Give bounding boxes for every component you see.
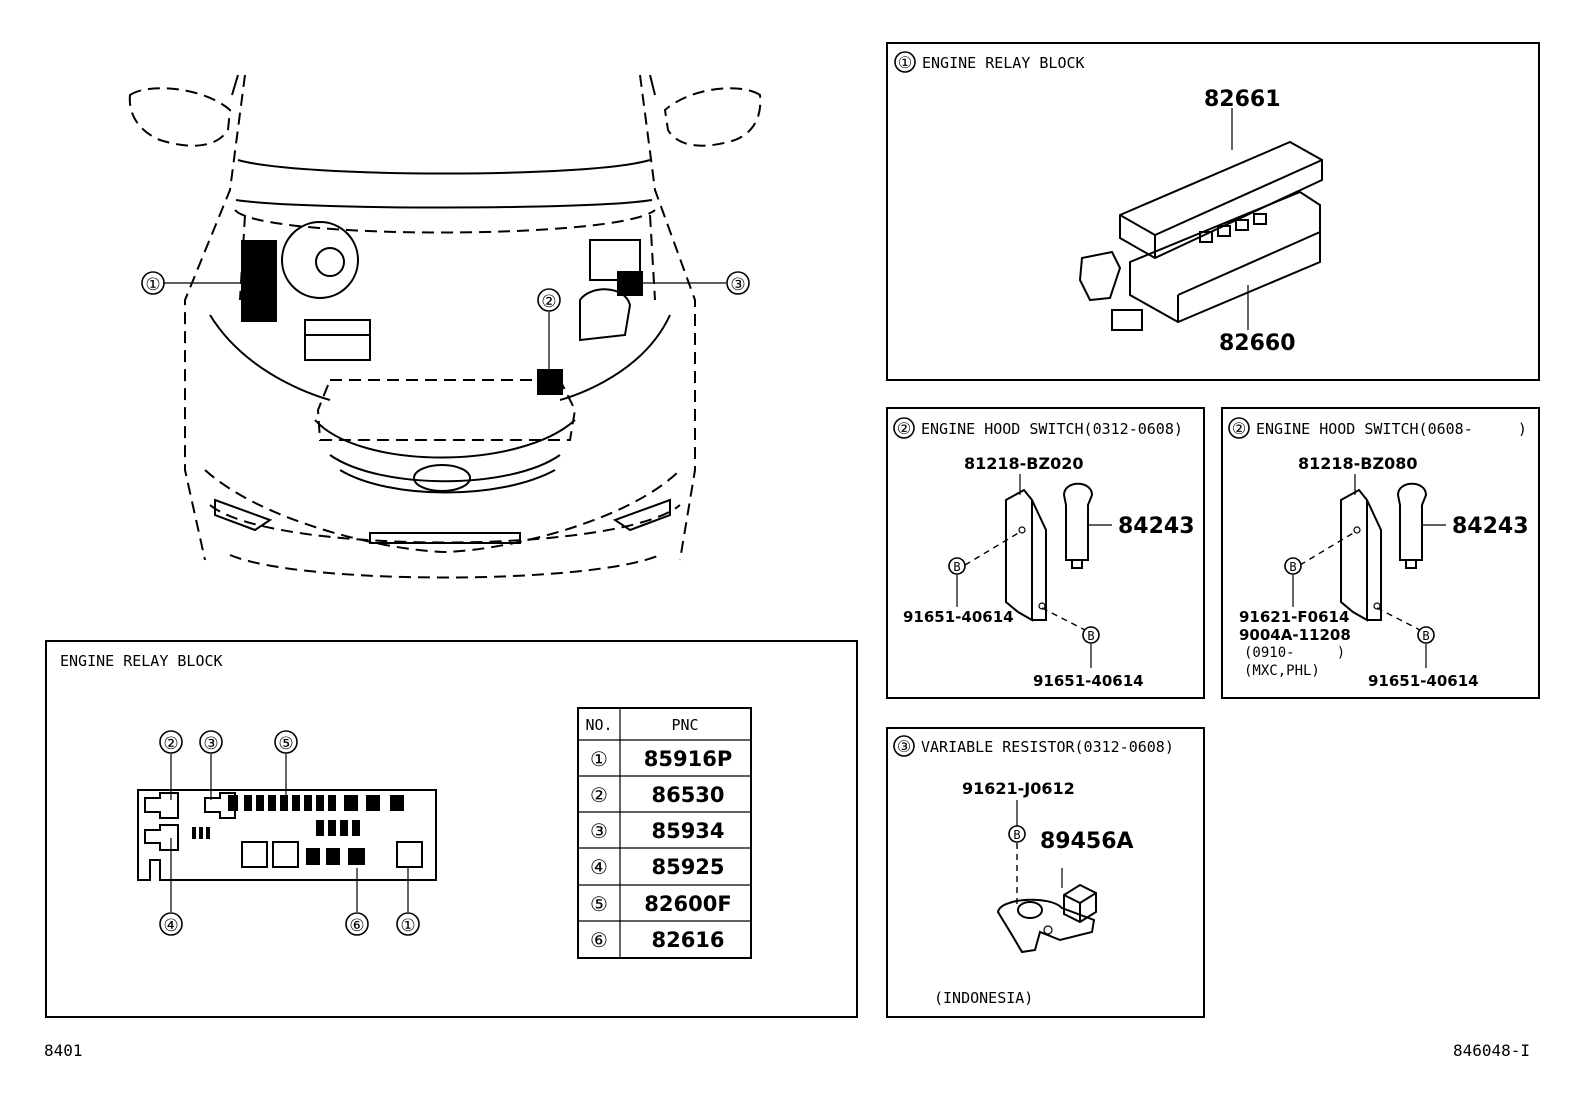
svg-text:①: ① [898, 53, 912, 72]
legend-callout-3: ③ [199, 730, 223, 754]
page-code: 8401 [44, 1041, 83, 1060]
relay-block-location-marker [241, 240, 277, 322]
svg-text:VARIABLE RESISTOR(0312-0608): VARIABLE RESISTOR(0312-0608) [921, 738, 1174, 756]
legend-callout-5: ⑤ [274, 730, 298, 754]
relay-legend-title: ENGINE RELAY BLOCK [60, 652, 223, 670]
hood-switch-bracket-a [964, 474, 1086, 631]
legend-callout-1: ① [396, 912, 420, 936]
hood-switch-panel-b [1221, 407, 1540, 699]
table-row-pnc: 82616 [651, 928, 724, 952]
table-row-pnc: 85916P [644, 747, 732, 771]
svg-text:B: B [953, 560, 960, 574]
variable-resistor-panel-header: ③ VARIABLE RESISTOR(0312-0608) [893, 735, 1174, 757]
bolt-marker-b: B [1082, 626, 1100, 644]
legend-callout-6: ⑥ [345, 912, 369, 936]
part-number-91621-f0614: 91621-F0614 [1239, 608, 1349, 626]
hood-switch-panel-a [886, 407, 1205, 699]
relay-block-panel [886, 42, 1540, 381]
svg-text:①: ① [400, 916, 415, 936]
svg-text:B: B [1087, 629, 1094, 643]
bolt-marker-b: B [1284, 557, 1302, 575]
pnc-table: NO. PNC ① 85916P ② 86530 ③ 85934 ④ 85925… [577, 707, 752, 959]
svg-text:ENGINE HOOD SWITCH(0312-0608): ENGINE HOOD SWITCH(0312-0608) [921, 420, 1183, 438]
table-row-no: ① [590, 747, 608, 771]
overview-callout-3: ③ [726, 271, 750, 295]
svg-text:B: B [1422, 629, 1429, 643]
hood-switch-panel-b-header: ② ENGINE HOOD SWITCH(0608- ) [1228, 417, 1527, 439]
table-row-pnc: 82600F [644, 892, 731, 916]
variable-resistor-location-marker [617, 271, 643, 296]
relay-block-layout [137, 754, 437, 912]
svg-text:②: ② [163, 734, 178, 754]
part-number-89456a: 89456A [1040, 829, 1134, 854]
relay-block-panel-header: ① ENGINE RELAY BLOCK [894, 51, 1085, 73]
part-number-91651-40614: 91651-40614 [1033, 672, 1144, 690]
svg-text:②: ② [541, 292, 556, 312]
bolt-marker-b: B [948, 557, 966, 575]
legend-callout-2: ② [159, 730, 183, 754]
legend-callout-4: ④ [159, 912, 183, 936]
part-number-9004a-11208: 9004A-11208 [1239, 626, 1351, 644]
part-number-84243: 84243 [1118, 514, 1195, 539]
svg-text:B: B [1289, 560, 1296, 574]
part-number-91621-j0612: 91621-J0612 [962, 779, 1075, 798]
hood-switch-b [1396, 482, 1446, 569]
table-row-no: ④ [590, 855, 608, 879]
table-row-pnc: 85925 [651, 855, 724, 879]
hood-switch-location-marker [537, 369, 563, 395]
market-note: (INDONESIA) [934, 989, 1033, 1007]
table-row-pnc: 85934 [651, 819, 724, 843]
variable-resistor-panel [886, 727, 1205, 1018]
table-row-no: ③ [590, 819, 608, 843]
part-number-91651-40614: 91651-40614 [1368, 672, 1479, 690]
variable-resistor-illustration [996, 868, 1097, 954]
hood-switch-panel-a-header: ② ENGINE HOOD SWITCH(0312-0608) [893, 417, 1183, 439]
svg-text:③: ③ [897, 737, 911, 756]
region-note: (MXC,PHL) [1244, 663, 1320, 679]
car-overview [128, 74, 762, 579]
svg-text:⑤: ⑤ [278, 734, 293, 754]
relay-block-illustration [1078, 108, 1323, 331]
relay-legend-box [45, 640, 858, 1018]
svg-text:③: ③ [730, 275, 745, 295]
figure-code: 846048-I [1453, 1041, 1530, 1060]
part-number-91651-40614: 91651-40614 [903, 608, 1014, 626]
part-number-81218-bz020: 81218-BZ020 [964, 454, 1084, 473]
bolt-marker-b: B [1417, 626, 1435, 644]
table-header-no: NO. [585, 716, 612, 734]
overview-callout-2: ② [537, 288, 561, 312]
svg-text:②: ② [1232, 419, 1246, 438]
date-range-note: (0910- ) [1244, 645, 1345, 661]
part-number-81218-bz080: 81218-BZ080 [1298, 454, 1418, 473]
table-row-pnc: 86530 [651, 783, 724, 807]
table-header-pnc: PNC [671, 716, 698, 734]
table-row-no: ⑤ [590, 892, 608, 916]
overview-callout-1: ① [141, 271, 165, 295]
table-row-no: ② [590, 783, 608, 807]
hood-switch-bracket-b [1299, 474, 1421, 631]
svg-text:①: ① [145, 275, 160, 295]
svg-text:③: ③ [203, 734, 218, 754]
svg-text:⑥: ⑥ [349, 916, 364, 936]
svg-text:B: B [1013, 828, 1020, 842]
svg-text:ENGINE HOOD SWITCH(0608- ): ENGINE HOOD SWITCH(0608- ) [1256, 420, 1527, 438]
part-number-84243: 84243 [1452, 514, 1529, 539]
part-number-82660: 82660 [1219, 331, 1296, 356]
svg-text:②: ② [897, 419, 911, 438]
table-row-no: ⑥ [590, 928, 608, 952]
svg-text:ENGINE RELAY BLOCK: ENGINE RELAY BLOCK [922, 54, 1085, 72]
bolt-marker-b: B [1008, 825, 1026, 843]
hood-switch-a [1062, 482, 1112, 569]
svg-text:④: ④ [163, 916, 178, 936]
part-number-82661: 82661 [1204, 87, 1281, 112]
